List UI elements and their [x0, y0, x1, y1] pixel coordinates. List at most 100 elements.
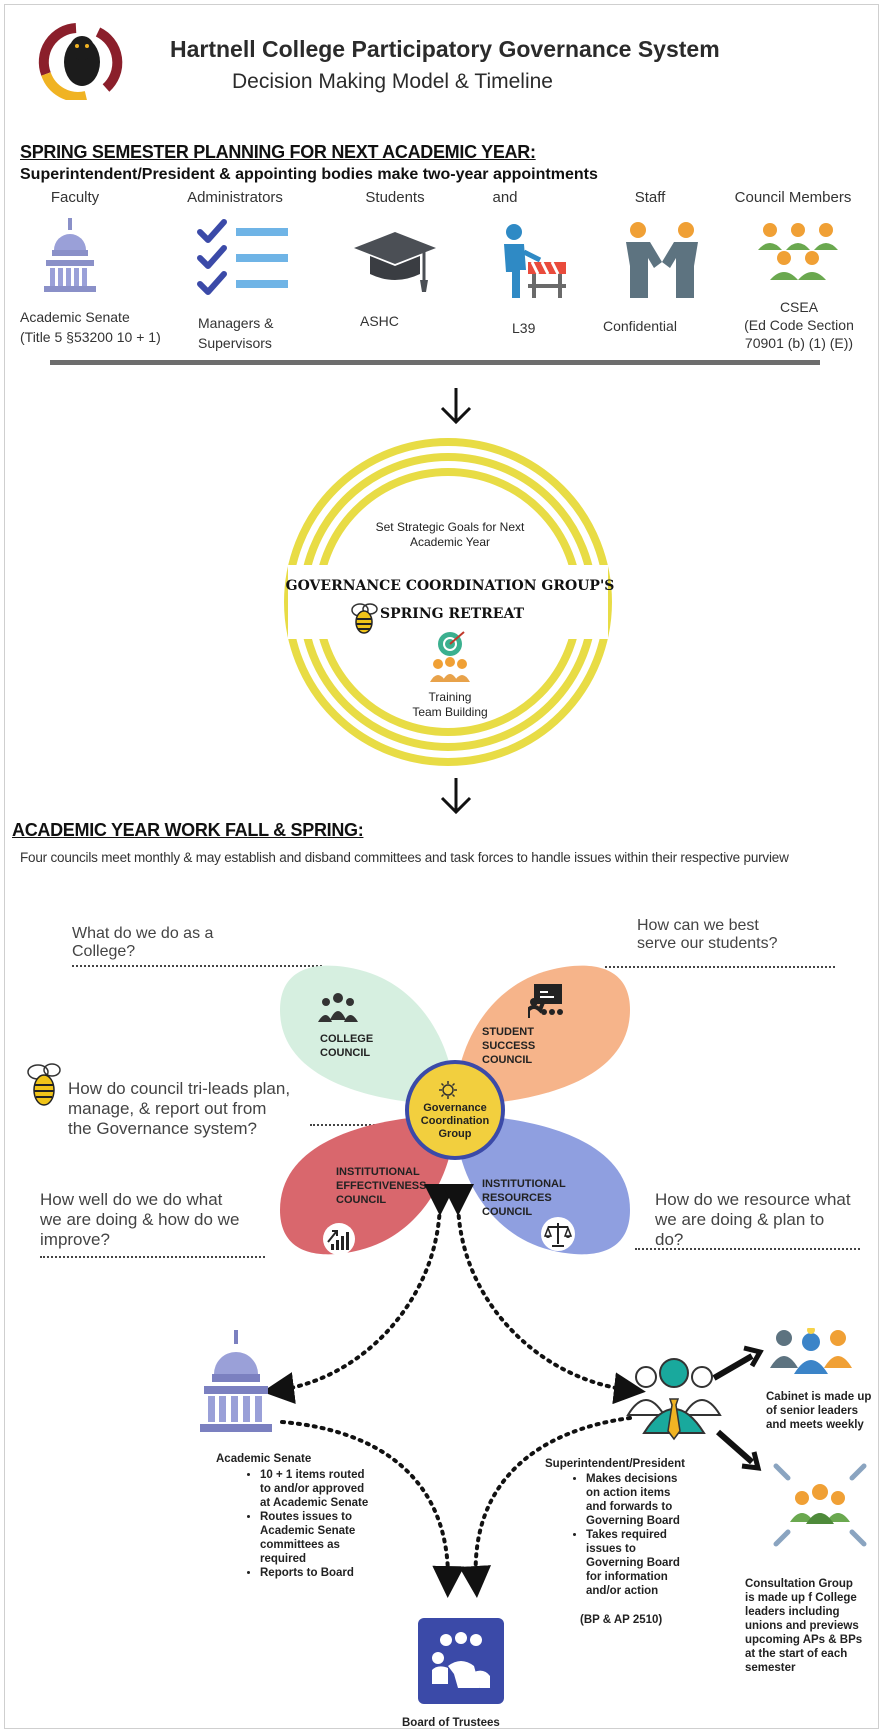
page-title: Hartnell College Participatory Governanc… [170, 36, 720, 62]
down-arrow-icon [438, 386, 474, 431]
question-resources-line-1: How do we resource what [655, 1190, 851, 1209]
student-success-petal [455, 965, 630, 1105]
administrators-label-line-2: Supervisors [198, 335, 272, 351]
president-reference: (BP & AP 2510) [580, 1614, 663, 1626]
gear-icon [438, 1080, 458, 1105]
consultation-description: Consultation Group is made up f College … [745, 1578, 863, 1674]
administrators-label-line-1: Managers & [198, 315, 274, 331]
csea-label-line-3: 70901 (b) (1) (E)) [744, 335, 854, 351]
question-college-line-1: What do we do as a [72, 925, 214, 942]
retreat-top-text-line-2: Academic Year [409, 535, 491, 549]
board-icon [418, 1618, 504, 1709]
president-title: Superintendent/President [545, 1458, 685, 1470]
president-list: Makes decisions on action items and forw… [570, 1472, 688, 1598]
spring-heading: SPRING SEMESTER PLANNING FOR NEXT ACADEM… [20, 142, 536, 162]
question-resources-line-2: we are doing & plan to [655, 1210, 825, 1229]
column-head-administrators: Administrators [187, 189, 283, 206]
retreat-bottom-text: Training Team Building [350, 690, 550, 720]
governance-coordination-label: Governance Coordination Group [405, 1102, 505, 1141]
csea-label-line-1: CSEA [779, 299, 819, 315]
question-effectiveness-line-2: we are doing & how do we [40, 1210, 240, 1229]
flow-arrows [0, 1180, 883, 1625]
bee-icon [24, 1062, 68, 1115]
president-item: Makes decisions on action items and forw… [586, 1472, 688, 1528]
question-resources-leader [635, 1248, 860, 1250]
graduation-cap-icon [350, 228, 440, 301]
column-head-staff: Staff [634, 189, 666, 206]
student-council-label-line-1: STUDENT [482, 1026, 534, 1038]
student-council-label-line-3: COUNCIL [482, 1054, 533, 1066]
question-resources: How do we resource what we are doing & p… [655, 1190, 851, 1250]
question-students-line-2: serve our students? [637, 935, 778, 952]
question-effectiveness: How well do we do what we are doing & ho… [40, 1190, 239, 1250]
group-icon [752, 222, 844, 287]
academic-senate-list: 10 + 1 items routed to and/or approved a… [244, 1468, 374, 1580]
handshake-icon [622, 222, 702, 305]
checklist-icon [196, 218, 292, 303]
question-effectiveness-leader [40, 1256, 265, 1258]
cabinet-icon [768, 1326, 854, 1381]
president-item: Takes required issues to Governing Board… [586, 1528, 688, 1598]
college-logo [36, 22, 128, 102]
faculty-label-line-1: Academic Senate [20, 309, 130, 325]
l39-label: L39 [512, 320, 536, 336]
column-head-and: and [492, 189, 518, 206]
question-resources-line-3: do? [655, 1230, 684, 1249]
page-frame [4, 4, 879, 1729]
president-icon [626, 1355, 722, 1448]
student-success-council-label: STUDENT SUCCESS COUNCIL [482, 1025, 535, 1067]
academic-heading: ACADEMIC YEAR WORK FALL & SPRING: [12, 820, 364, 840]
center-label-line-2: Coordination [420, 1115, 490, 1127]
spring-divider [50, 360, 820, 365]
students-label: ASHC [360, 313, 399, 329]
question-tri-leads: How do council tri-leads plan, manage, &… [68, 1079, 290, 1139]
college-council-label: COLLEGE COUNCIL [320, 1032, 373, 1060]
column-head-council-members: Council Members [734, 189, 852, 206]
administrators-label: Managers & Supervisors [198, 313, 273, 353]
column-head-faculty: Faculty [50, 189, 100, 206]
page-subtitle: Decision Making Model & Timeline [232, 70, 553, 93]
board-label: Board of Trustees [402, 1717, 500, 1729]
college-council-label-line-1: COLLEGE [320, 1033, 374, 1045]
question-effectiveness-line-3: improve? [40, 1230, 110, 1249]
question-tri-leads-line-2: manage, & report out from [68, 1099, 267, 1118]
academic-senate-icon [198, 1330, 274, 1441]
question-tri-leads-leader [310, 1124, 390, 1126]
center-label-line-1: Governance [423, 1102, 487, 1114]
student-council-label-line-2: SUCCESS [482, 1040, 536, 1052]
question-students-leader [605, 966, 835, 968]
worker-icon [498, 222, 568, 305]
center-label-line-3: Group [438, 1128, 472, 1140]
retreat-top-text: Set Strategic Goals for Next Academic Ye… [330, 520, 570, 550]
bee-icon [346, 600, 382, 641]
academic-senate-title: Academic Senate [216, 1453, 312, 1465]
retreat-top-text-line-1: Set Strategic Goals for Next [375, 520, 525, 534]
spring-subheading: Superintendent/President & appointing bo… [20, 166, 598, 183]
csea-label-line-2: (Ed Code Section [744, 317, 854, 333]
capitol-icon [40, 216, 100, 301]
question-tri-leads-line-1: How do council tri-leads plan, [68, 1079, 291, 1098]
question-effectiveness-line-1: How well do we do what [40, 1190, 223, 1209]
academic-subheading: Four councils meet monthly & may establi… [20, 850, 789, 865]
retreat-bottom-text-line-2: Team Building [412, 705, 488, 719]
retreat-subtitle: SPRING RETREAT [380, 606, 524, 622]
question-college-line-2: College? [72, 943, 136, 960]
faculty-label-line-2: (Title 5 §53200 10 + 1) [20, 329, 161, 345]
senate-item: Routes issues to Academic Senate committ… [260, 1510, 374, 1566]
question-college-leader [72, 965, 322, 967]
senate-item: Reports to Board [260, 1566, 374, 1580]
retreat-bottom-text-line-1: Training [428, 690, 472, 704]
retreat-title: GOVERNANCE COORDINATION GROUP'S [285, 578, 615, 594]
senate-item: 10 + 1 items routed to and/or approved a… [260, 1468, 374, 1510]
retreat-rings [283, 437, 613, 772]
down-arrow-icon [438, 776, 474, 821]
question-students-line-1: How can we best [637, 917, 759, 934]
question-college: What do we do as a College? [72, 925, 213, 961]
faculty-label: Academic Senate (Title 5 §53200 10 + 1) [20, 307, 161, 347]
target-team-icon [426, 630, 474, 691]
staff-label: Confidential [603, 318, 677, 334]
council-members-label: CSEA (Ed Code Section 70901 (b) (1) (E)) [735, 298, 863, 352]
question-students: How can we best serve our students? [637, 917, 778, 953]
presentation-icon [526, 982, 564, 1025]
question-tri-leads-line-3: the Governance system? [68, 1119, 257, 1138]
